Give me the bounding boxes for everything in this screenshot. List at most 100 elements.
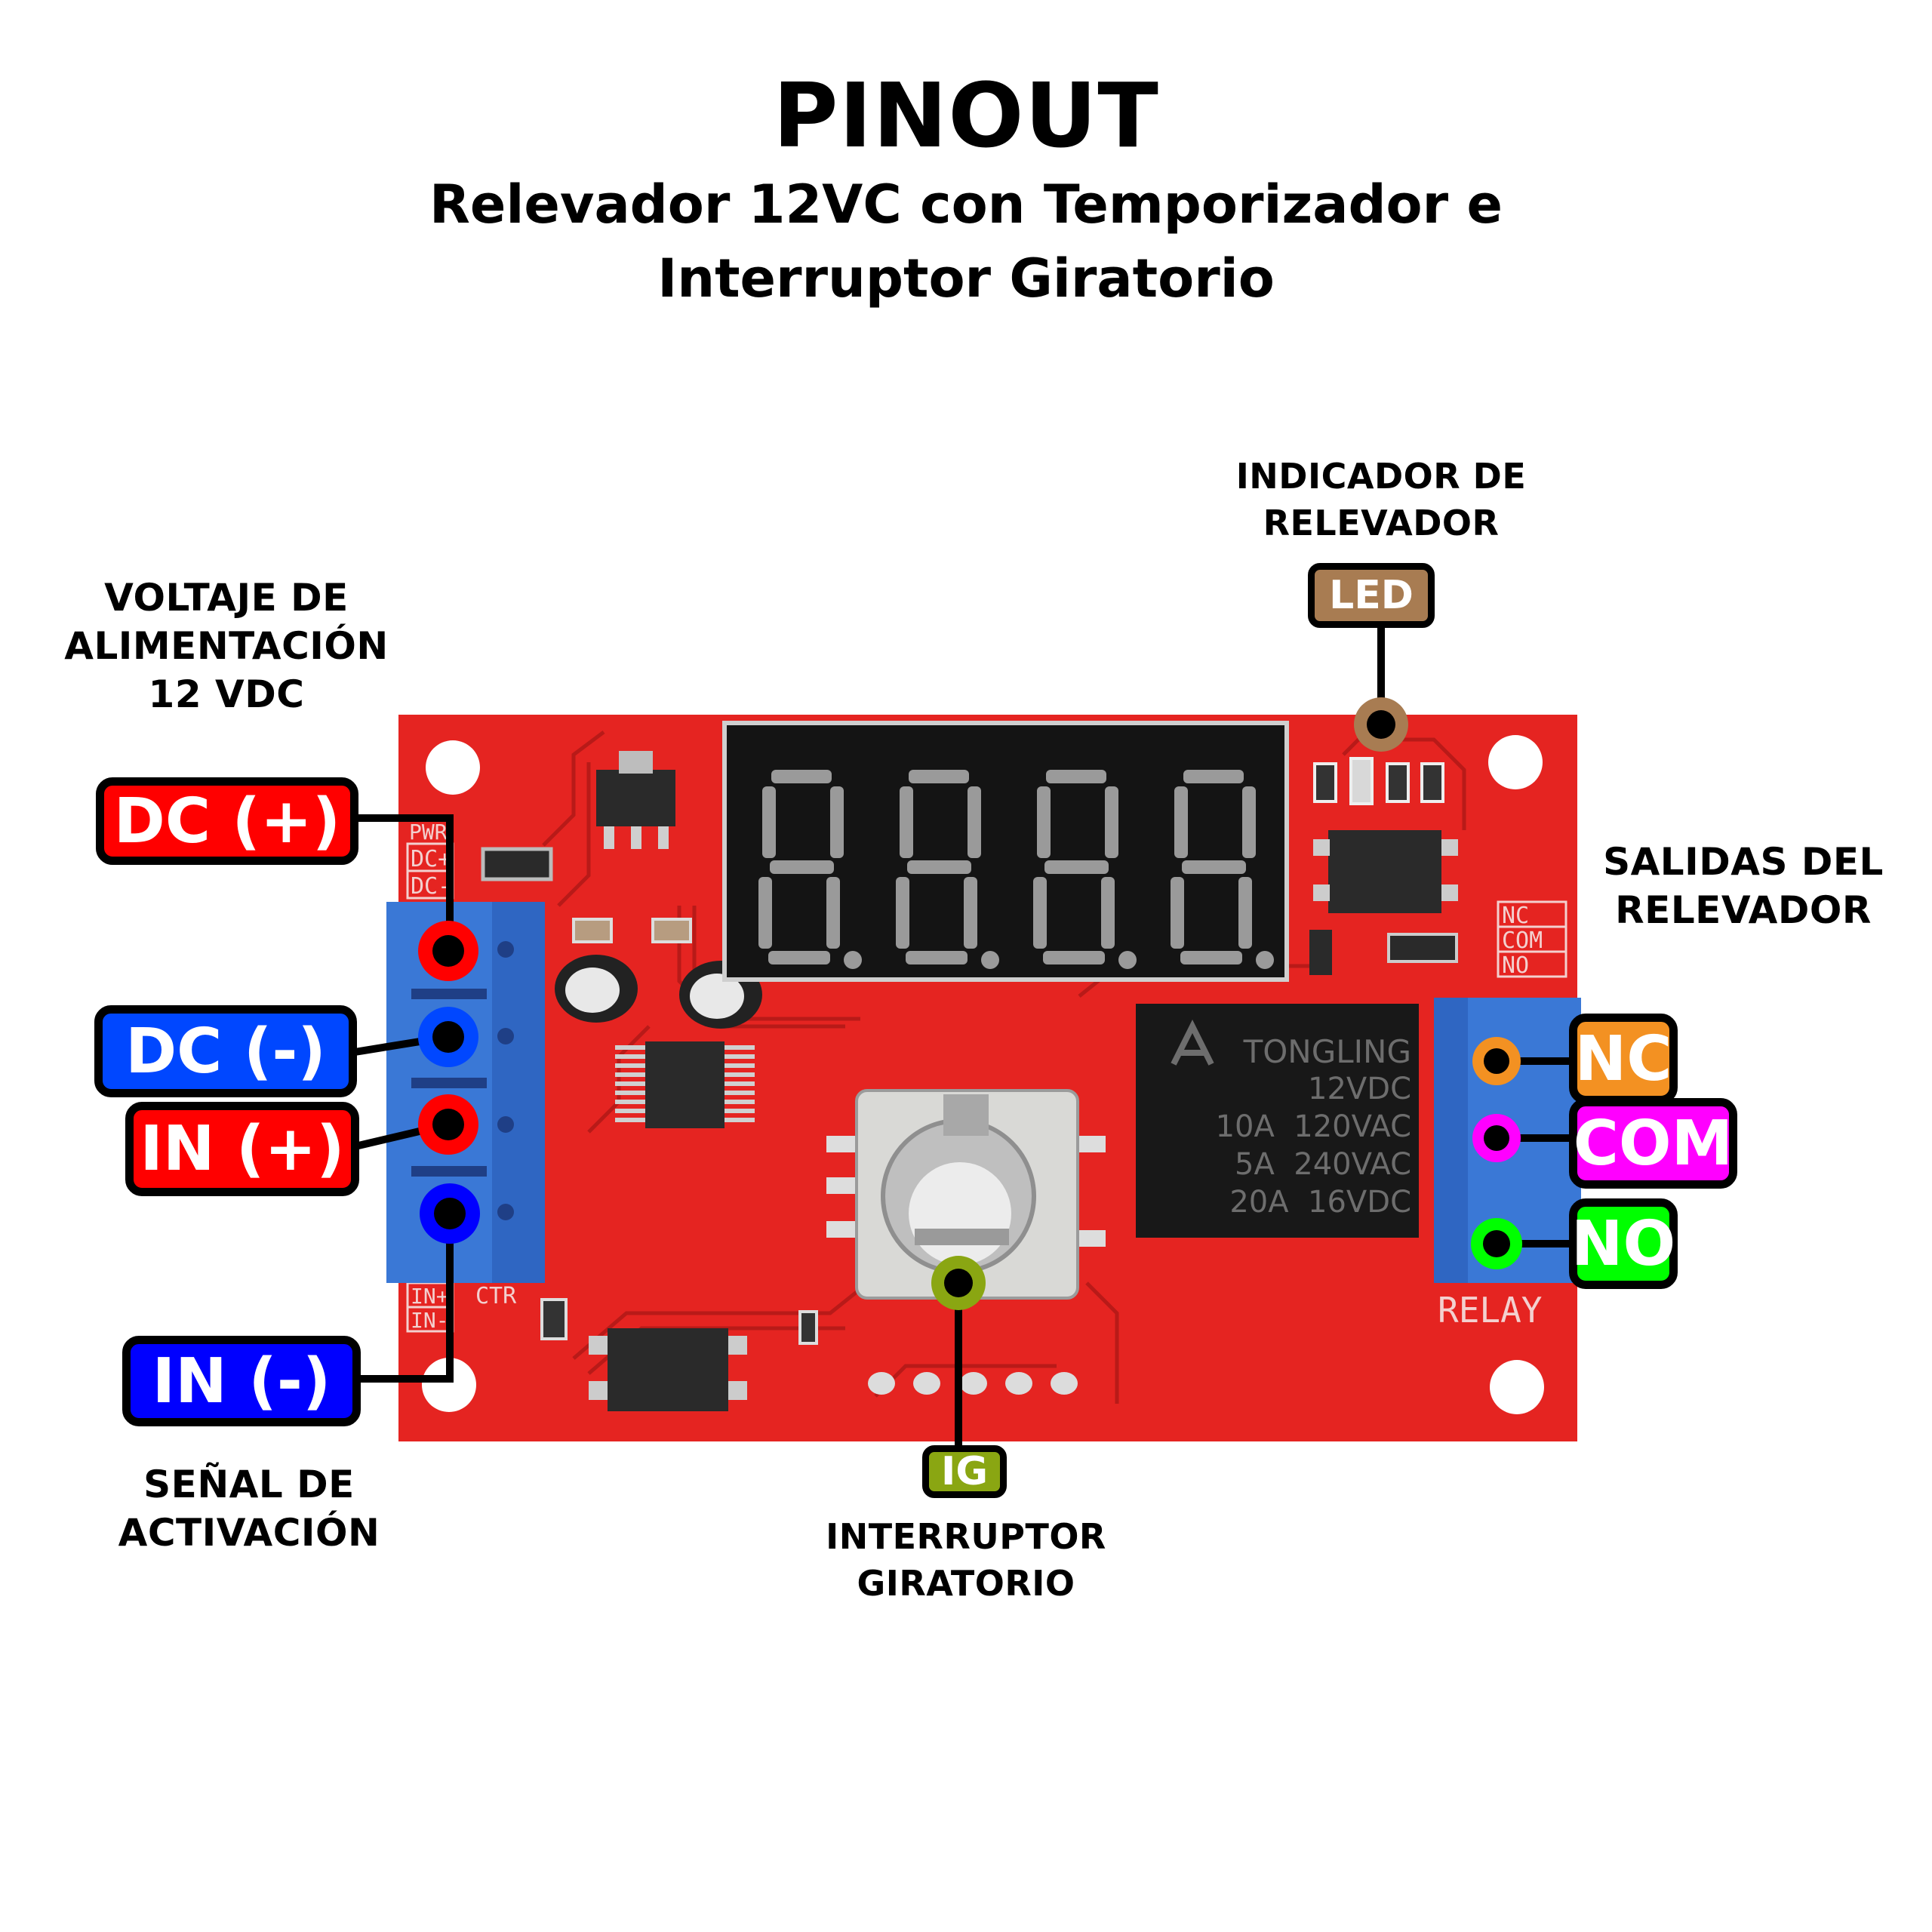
- caption-encoder-line-1: INTERRUPTOR: [826, 1516, 1106, 1557]
- pin-marker-dot: [432, 1021, 464, 1053]
- relay-spec-3: 5A 240VAC: [1235, 1147, 1411, 1182]
- encoder-tab: [943, 1094, 989, 1136]
- silk-nc: NC: [1502, 903, 1529, 929]
- flyback-diode: [1387, 933, 1458, 963]
- subtitle-line-2: Interruptor Giratorio: [657, 248, 1275, 309]
- digit-4-segment-7: [1180, 951, 1242, 964]
- pin-marker-dot: [1484, 1125, 1509, 1151]
- pin-markers: [418, 697, 1522, 1310]
- pin-label-no: NO: [1569, 1198, 1678, 1289]
- pin-marker-led: [1354, 697, 1408, 752]
- pin-marker-in-minus: [420, 1183, 480, 1244]
- pin-label-ig: IG: [922, 1445, 1007, 1498]
- pin-label-nc: NC: [1569, 1014, 1678, 1104]
- caption-rotary-switch: INTERRUPTOR GIRATORIO: [800, 1513, 1132, 1607]
- smd-resistor: [1420, 762, 1444, 803]
- voltage-regulator: [596, 770, 675, 826]
- caption-power-line-2: ALIMENTACIÓN: [64, 624, 389, 668]
- caption-relay-outputs: SALIDAS DEL RELEVADOR: [1570, 838, 1917, 934]
- pin-label-dc-plus: DC (+): [96, 777, 358, 865]
- caption-led-line-1: INDICADOR DE: [1235, 456, 1527, 497]
- pin-marker-dot: [1367, 710, 1395, 739]
- silk-ctr: CTR: [475, 1283, 517, 1309]
- caption-led-line-2: RELEVADOR: [1263, 503, 1500, 543]
- silk-no: NO: [1502, 952, 1529, 979]
- opto-pin: [1313, 839, 1330, 856]
- digit-2-segment-2: [900, 786, 913, 858]
- terminal-separators: [411, 989, 487, 1177]
- caption-encoder-line-2: GIRATORIO: [857, 1563, 1075, 1604]
- leader-in-minus: [360, 1214, 454, 1383]
- relay-markings: TONGLING 12VDC 10A 120VAC 5A 240VAC 20A …: [1216, 1033, 1411, 1220]
- opto-pin: [1313, 884, 1330, 901]
- pin-marker-dot: [434, 1198, 466, 1229]
- pin-marker-dc-plus: [418, 921, 478, 981]
- digit-2-segment-3: [968, 786, 981, 858]
- digit-4-decimal-point: [1256, 951, 1274, 969]
- page-title: PINOUT: [773, 63, 1159, 168]
- pin-marker-no: [1471, 1218, 1522, 1269]
- capacitor-top: [690, 974, 744, 1019]
- relay-spec-4: 20A 16VDC: [1229, 1185, 1411, 1220]
- digit-1-segment-5: [758, 877, 772, 949]
- encoder-pin: [826, 1221, 860, 1238]
- relay-logo-icon: [1171, 1020, 1214, 1066]
- capacitor-top: [565, 968, 620, 1013]
- digit-2-segment-1: [909, 770, 969, 783]
- leader-dc-plus: [355, 814, 454, 951]
- pin-marker-in-plus: [418, 1094, 478, 1155]
- digit-1-segment-2: [762, 786, 776, 858]
- caption-outputs-line-2: RELEVADOR: [1615, 888, 1872, 932]
- transistor: [1309, 930, 1332, 975]
- pin-marker-dot: [944, 1269, 973, 1297]
- pin-marker-ig: [931, 1256, 986, 1310]
- caption-relay-indicator: INDICADOR DE RELEVADOR: [1208, 453, 1555, 546]
- digit-1-segment-7: [768, 951, 830, 964]
- digit-3-segment-6: [1101, 877, 1115, 949]
- microcontroller-ic: [645, 1041, 724, 1128]
- caption-outputs-line-1: SALIDAS DEL: [1603, 840, 1884, 884]
- silk-com: COM: [1502, 928, 1543, 954]
- caption-power-line-3: 12 VDC: [148, 672, 305, 716]
- regulator-pin: [631, 826, 641, 849]
- display-digits: [758, 770, 1274, 969]
- relay-spec-1: 12VDC: [1308, 1072, 1411, 1106]
- digit-2-segment-6: [964, 877, 977, 949]
- encoder-shaft-slot: [915, 1229, 1009, 1245]
- digit-1-segment-4: [770, 860, 834, 874]
- digit-3-segment-3: [1105, 786, 1118, 858]
- opto-pin: [728, 1336, 747, 1355]
- digit-4-segment-3: [1242, 786, 1256, 858]
- pin-label-com: COM: [1569, 1098, 1737, 1189]
- opto-pin: [1441, 884, 1458, 901]
- mounting-hole-bottom-right: [1490, 1360, 1544, 1414]
- encoder-pin: [826, 1177, 860, 1194]
- digit-4-segment-1: [1183, 770, 1244, 783]
- smd-capacitor: [572, 918, 613, 943]
- encoder-shaft: [909, 1162, 1011, 1265]
- digit-4-segment-6: [1238, 877, 1252, 949]
- caption-power-line-1: VOLTAJE DE: [104, 576, 349, 620]
- encoder-pin: [826, 1136, 860, 1152]
- digit-3-segment-4: [1044, 860, 1109, 874]
- relay-spec-2: 10A 120VAC: [1216, 1109, 1411, 1144]
- encoder-pin: [1075, 1136, 1106, 1152]
- smd-resistor: [540, 1298, 568, 1340]
- page-subtitle: Relevador 12VC con Temporizador e Interr…: [0, 168, 1932, 315]
- regulator-tab: [619, 751, 653, 774]
- digit-3-segment-7: [1043, 951, 1105, 964]
- digit-3-decimal-point: [1118, 951, 1137, 969]
- regulator-pin: [658, 826, 669, 849]
- silk-in-plus: IN+: [411, 1284, 449, 1309]
- silk-relay: RELAY: [1438, 1290, 1542, 1331]
- silk-dc-minus: DC-: [411, 873, 451, 900]
- terminal-screw-dots: [497, 941, 514, 1220]
- silk-dc-plus: DC+: [411, 846, 451, 872]
- pin-marker-dot: [1483, 1230, 1510, 1257]
- pin-marker-dc-minus: [418, 1007, 478, 1067]
- relay-led: [1349, 757, 1374, 805]
- diode: [481, 847, 553, 881]
- optocoupler-bottom: [608, 1328, 728, 1411]
- digit-2-segment-5: [896, 877, 909, 949]
